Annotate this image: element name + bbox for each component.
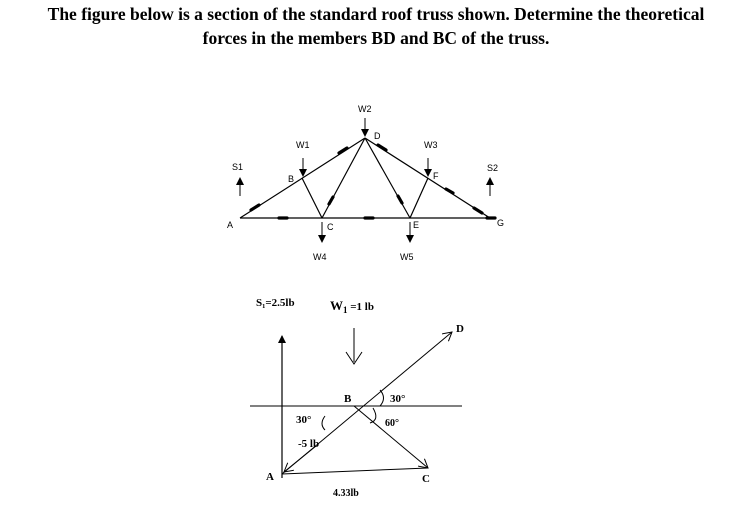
joint-F-label: F <box>433 171 439 181</box>
fbd-point-A: A <box>266 471 274 483</box>
load-w3-label: W3 <box>424 140 438 150</box>
member-EF <box>409 177 429 219</box>
member-DE <box>364 137 411 219</box>
problem-line-2: forces in the members BD and BC of the t… <box>202 28 550 48</box>
joint-G-label: G <box>497 218 504 228</box>
joint-E-label: E <box>413 220 419 230</box>
angle-arc-30-left <box>321 415 326 431</box>
fbd-resultant-line <box>281 467 429 475</box>
reaction-s2-label: S2 <box>487 163 498 173</box>
fbd-point-C: C <box>422 473 430 485</box>
angle-arc-30-right <box>379 389 384 407</box>
joint-D-label: D <box>374 131 381 141</box>
fbd-point-B: B <box>344 393 352 405</box>
problem-line-1: The figure below is a section of the sta… <box>47 4 705 24</box>
problem-statement: The figure below is a section of the sta… <box>0 2 752 50</box>
reaction-s1-label: S1 <box>232 162 243 172</box>
joint-B-label: B <box>288 174 294 184</box>
joint-C-label: C <box>327 222 334 232</box>
member-ticks <box>249 143 497 220</box>
fbd-force-5lb: -5 lb <box>298 438 319 450</box>
roof-truss <box>239 137 491 219</box>
free-body-diagram <box>250 328 462 478</box>
fbd-s1-label: S₁=2.5lb <box>256 297 295 309</box>
fbd-angle-60: 60° <box>385 418 399 429</box>
load-w1-label: W1 <box>296 140 310 150</box>
fbd-5lb-arrow <box>284 445 317 472</box>
member-BC <box>301 177 323 219</box>
load-w2-label: W2 <box>358 104 372 114</box>
truss-loads <box>236 118 494 243</box>
fbd-w1-label: W1 =1 lb <box>330 298 374 315</box>
load-w4-label: W4 <box>313 252 327 262</box>
fbd-bc-arrow <box>353 405 428 468</box>
load-w5-label: W5 <box>400 252 414 262</box>
fbd-force-433: 4.33lb <box>333 488 359 499</box>
fbd-point-D: D <box>456 323 464 335</box>
fbd-angle-30-left: 30° <box>296 414 311 426</box>
fbd-angle-30-right: 30° <box>390 393 405 405</box>
fbd-w1-head <box>345 351 363 365</box>
joint-A-label: A <box>227 220 233 230</box>
angle-arc-60 <box>369 407 377 424</box>
